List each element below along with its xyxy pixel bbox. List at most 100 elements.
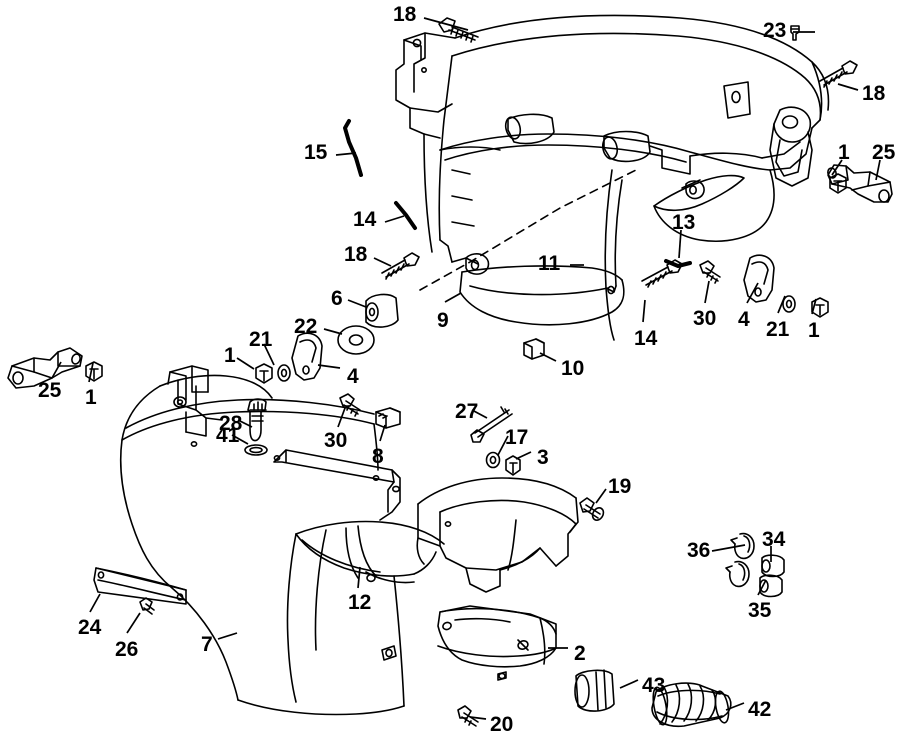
leader-26 bbox=[126, 612, 141, 634]
leader-4 bbox=[746, 282, 759, 304]
callout-22: 22 bbox=[294, 315, 318, 338]
locknut-1-d bbox=[85, 361, 103, 382]
leader-1 bbox=[811, 298, 817, 315]
callout-21: 21 bbox=[249, 328, 273, 351]
callout-34: 34 bbox=[762, 528, 786, 551]
locknut-3 bbox=[505, 455, 521, 476]
callout-1: 1 bbox=[85, 386, 97, 409]
leader-35 bbox=[757, 579, 767, 596]
leader-18 bbox=[423, 17, 469, 31]
callout-35: 35 bbox=[748, 599, 772, 622]
callout-4: 4 bbox=[347, 365, 359, 388]
drain-plug-28 bbox=[247, 398, 267, 442]
spacer-block-8 bbox=[375, 407, 401, 429]
callout-30: 30 bbox=[693, 307, 717, 330]
callout-19: 19 bbox=[608, 475, 632, 498]
washer-21-b bbox=[277, 364, 291, 382]
callout-2: 2 bbox=[574, 642, 586, 665]
callout-1: 1 bbox=[808, 319, 820, 342]
leader-15 bbox=[335, 152, 357, 156]
callout-18: 18 bbox=[393, 3, 417, 26]
callout-42: 42 bbox=[748, 698, 772, 721]
leader-25 bbox=[875, 159, 881, 181]
callout-leader-lines bbox=[51, 17, 881, 720]
leader-1 bbox=[88, 362, 94, 383]
leader-17 bbox=[497, 435, 509, 456]
callout-1: 1 bbox=[838, 141, 850, 164]
screw-30-a bbox=[699, 260, 721, 284]
leader-19 bbox=[595, 488, 607, 504]
callout-4: 4 bbox=[738, 308, 750, 331]
grommet-6 bbox=[365, 293, 399, 328]
grease-fitting-23 bbox=[790, 25, 800, 41]
callout-11: 11 bbox=[538, 252, 561, 275]
leader-36 bbox=[711, 544, 746, 552]
callout-25: 25 bbox=[872, 141, 896, 164]
callout-17: 17 bbox=[505, 426, 529, 449]
callout-41: 41 bbox=[216, 424, 240, 447]
anode-plate-4-right bbox=[743, 254, 775, 303]
o-ring-41 bbox=[244, 444, 268, 456]
long-screw-27 bbox=[470, 406, 513, 443]
leader-1 bbox=[236, 357, 255, 370]
callout-23: 23 bbox=[763, 19, 787, 42]
leader-42 bbox=[725, 702, 745, 711]
leader-9 bbox=[444, 292, 462, 303]
leader-43 bbox=[619, 679, 639, 689]
leader-14 bbox=[384, 215, 405, 223]
screw-18-a bbox=[438, 17, 479, 43]
leader-1 bbox=[831, 159, 843, 176]
leader-10 bbox=[539, 352, 557, 362]
leader-24 bbox=[89, 593, 101, 613]
spring-hose-42 bbox=[651, 682, 732, 728]
lower-motor-cover bbox=[119, 365, 445, 716]
callout-12: 12 bbox=[348, 591, 372, 614]
leader-12 bbox=[357, 566, 361, 589]
screw-20 bbox=[457, 705, 479, 727]
upper-exhaust-housing bbox=[395, 14, 830, 341]
spacer-sleeve-10 bbox=[523, 338, 545, 360]
callout-15: 15 bbox=[304, 141, 328, 164]
leader-21 bbox=[263, 343, 275, 366]
locknut-1-a bbox=[829, 173, 847, 194]
locknut-1-c bbox=[255, 363, 273, 384]
callout-10: 10 bbox=[561, 357, 585, 380]
lower-exhaust-cover bbox=[437, 605, 557, 681]
callout-43: 43 bbox=[642, 674, 666, 697]
callout-9: 9 bbox=[437, 309, 449, 332]
screw-19 bbox=[579, 497, 605, 521]
callout-25: 25 bbox=[38, 379, 62, 402]
screw-26 bbox=[139, 597, 155, 615]
screw-18-b bbox=[819, 60, 858, 88]
callout-14: 14 bbox=[634, 327, 658, 350]
callout-20: 20 bbox=[490, 713, 514, 736]
hose-connector-34 bbox=[761, 554, 785, 578]
callout-18: 18 bbox=[344, 243, 368, 266]
seal-strip-14 bbox=[394, 201, 417, 230]
callout-14: 14 bbox=[353, 208, 377, 231]
washer-21-a bbox=[782, 295, 796, 313]
leader-14 bbox=[642, 299, 646, 323]
washer-22 bbox=[337, 325, 375, 355]
leader-3 bbox=[515, 451, 532, 460]
screw-18-c bbox=[381, 252, 420, 280]
leader-8 bbox=[379, 424, 386, 442]
callout-8: 8 bbox=[372, 445, 384, 468]
leader-27 bbox=[471, 409, 488, 419]
lift-handle-right bbox=[827, 164, 893, 203]
callout-28: 28 bbox=[219, 412, 243, 435]
leader-7 bbox=[217, 632, 238, 640]
leader-4 bbox=[317, 364, 341, 369]
callout-27: 27 bbox=[455, 400, 479, 423]
leader-13 bbox=[678, 229, 682, 259]
screw-14 bbox=[641, 259, 683, 288]
leader-25 bbox=[51, 361, 62, 379]
callout-36: 36 bbox=[687, 539, 711, 562]
hose-clamp-36-b bbox=[725, 560, 750, 588]
callout-6: 6 bbox=[331, 287, 343, 310]
leader-41 bbox=[231, 434, 249, 445]
leader-28 bbox=[237, 419, 253, 428]
callout-26: 26 bbox=[115, 638, 139, 661]
